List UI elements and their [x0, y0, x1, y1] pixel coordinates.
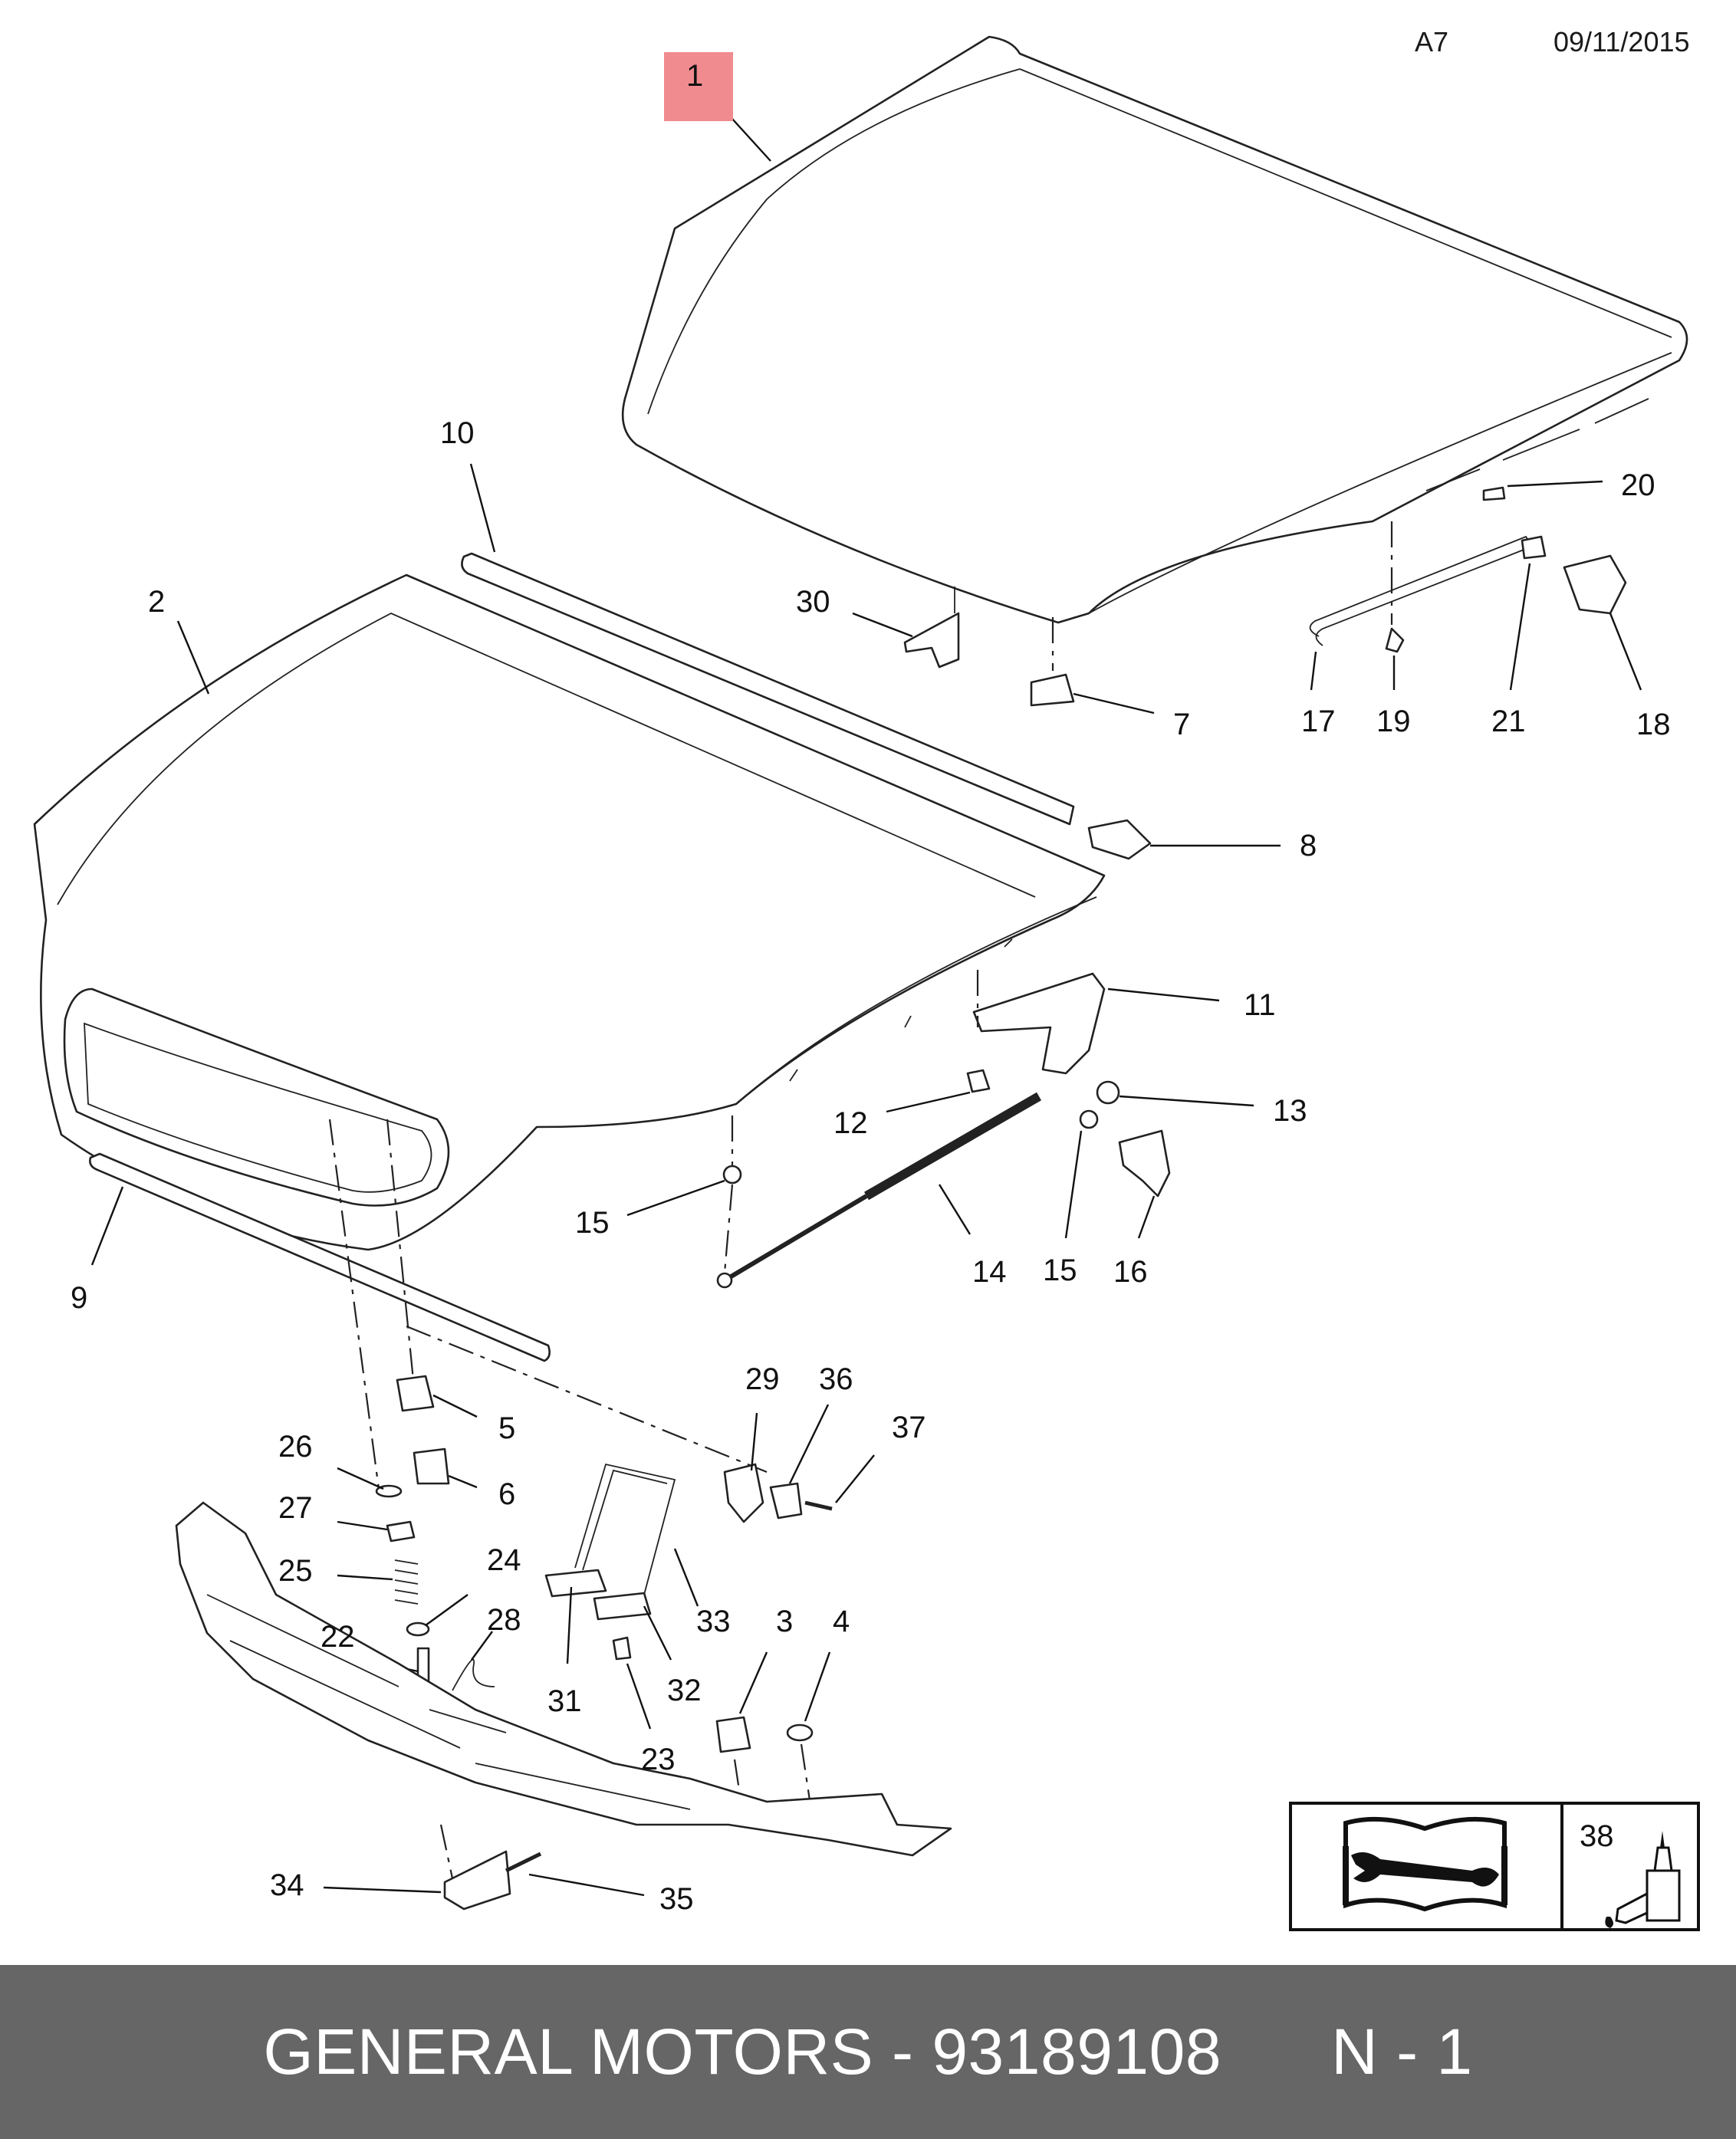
- manual-wrench-icon: [1343, 1816, 1507, 1912]
- latch-34: [439, 1824, 511, 1911]
- callout-20: 20: [1621, 468, 1655, 502]
- spring-28: [452, 1658, 495, 1691]
- bumper-6: [413, 1447, 450, 1485]
- nut-13: [1096, 1080, 1120, 1105]
- exploded-parts-diagram: 1 2 3 4 5 6 7 8 9 10 11 12 13 14 15 15 1…: [33, 35, 1700, 1931]
- hood-panel-upper: [621, 35, 1688, 624]
- bumper-3: [715, 1716, 751, 1822]
- callout-35: 35: [659, 1882, 694, 1916]
- page-code: A7: [1415, 26, 1449, 58]
- callout-1: 1: [664, 52, 733, 121]
- callout-38: 38: [1580, 1819, 1614, 1853]
- ball-stud-15: [722, 1109, 1099, 1273]
- bolt-35: [505, 1852, 542, 1873]
- callout-19: 19: [1376, 705, 1411, 738]
- gas-strut-14: [716, 1092, 1042, 1289]
- callout-3: 3: [776, 1605, 793, 1638]
- callout-27: 27: [278, 1491, 313, 1525]
- callout-6: 6: [498, 1477, 515, 1511]
- diagram-date: 09/11/2015: [1554, 26, 1690, 58]
- footer-bar: GENERAL MOTORS - 93189108 N - 1: [0, 1965, 1736, 2139]
- bumper-5: [396, 1375, 435, 1412]
- callout-1-highlight: [664, 52, 733, 121]
- callout-25: 25: [278, 1554, 313, 1588]
- callout-14: 14: [972, 1255, 1007, 1289]
- callout-32: 32: [667, 1674, 702, 1707]
- bumper-7: [1030, 617, 1075, 707]
- callout-34: 34: [270, 1868, 304, 1902]
- release-cable-assembly: [1309, 486, 1627, 653]
- hood-hinge-11: [972, 970, 1106, 1075]
- hood-seal-10: [461, 552, 1075, 826]
- callout-13: 13: [1273, 1094, 1307, 1128]
- hood-striker-30: [903, 586, 960, 669]
- callout-37: 37: [892, 1411, 926, 1444]
- callout-22: 22: [321, 1620, 355, 1654]
- spring-25: [394, 1559, 419, 1605]
- callout-21: 21: [1491, 705, 1526, 738]
- svg-text:1: 1: [686, 59, 703, 93]
- callout-12: 12: [833, 1106, 868, 1140]
- seal-end-cap-8: [1087, 819, 1152, 860]
- callout-9: 9: [71, 1281, 87, 1315]
- callout-23: 23: [641, 1743, 676, 1776]
- bracket-16: [1118, 1129, 1171, 1198]
- retainer-27: [386, 1520, 416, 1543]
- callout-29: 29: [745, 1362, 780, 1396]
- callout-30: 30: [796, 585, 830, 619]
- callout-36: 36: [819, 1362, 853, 1396]
- callout-31: 31: [547, 1684, 582, 1718]
- bolt-12: [966, 1069, 991, 1093]
- callout-4: 4: [833, 1605, 850, 1638]
- callout-8: 8: [1300, 829, 1317, 863]
- callout-5: 5: [498, 1411, 515, 1445]
- callout-17: 17: [1301, 705, 1336, 738]
- adhesive-bottle-icon: [1605, 1831, 1681, 1928]
- callout-11: 11: [1244, 988, 1276, 1022]
- footer-part-number: GENERAL MOTORS - 93189108 N - 1: [263, 2016, 1473, 2088]
- callout-7: 7: [1173, 708, 1190, 741]
- callout-2: 2: [148, 585, 165, 619]
- ring-24: [406, 1622, 430, 1637]
- callout-26: 26: [278, 1430, 313, 1464]
- callout-33: 33: [696, 1605, 731, 1638]
- callout-18: 18: [1636, 708, 1671, 741]
- callout-16: 16: [1113, 1255, 1148, 1289]
- callout-24: 24: [487, 1543, 521, 1577]
- latch-cable-assembly: [544, 1463, 833, 1661]
- callout-15a: 15: [575, 1206, 610, 1240]
- callout-28: 28: [487, 1603, 521, 1637]
- callout-15b: 15: [1043, 1254, 1077, 1287]
- callout-10: 10: [440, 416, 475, 450]
- radiator-support-panel: [175, 1501, 952, 1857]
- hood-molding-9: [89, 1152, 551, 1362]
